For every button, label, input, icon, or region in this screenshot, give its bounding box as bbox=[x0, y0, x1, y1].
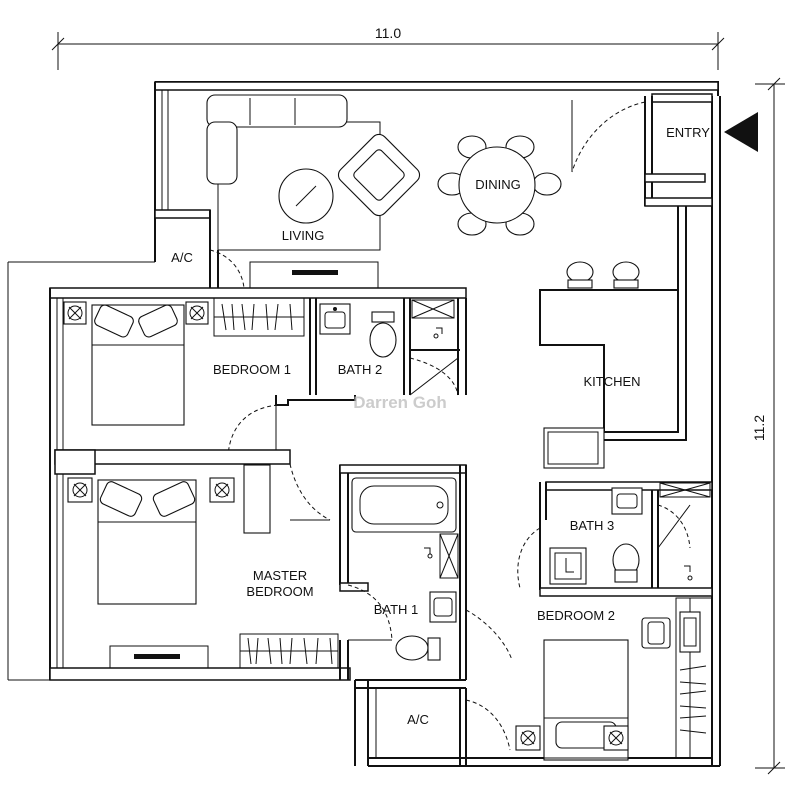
dining-label: DINING bbox=[475, 177, 521, 192]
ac-label-bottom: A/C bbox=[407, 712, 429, 727]
bedroom2-furniture: BEDROOM 2 bbox=[515, 597, 713, 761]
bedroom1-label: BEDROOM 1 bbox=[213, 362, 291, 377]
entry-arrow-icon bbox=[724, 112, 758, 152]
bedroom1-furniture: BEDROOM 1 bbox=[63, 297, 305, 426]
watermark-text: Darren Goh bbox=[353, 393, 447, 412]
master-label-line1: MASTER bbox=[253, 568, 307, 583]
interior-walls bbox=[54, 298, 513, 766]
tv-console bbox=[249, 261, 379, 289]
master-bedroom-furniture: MASTER BEDROOM bbox=[67, 464, 339, 669]
entry-walls bbox=[571, 93, 713, 207]
width-label: 11.0 bbox=[375, 25, 401, 41]
dining-table: DINING bbox=[437, 135, 562, 236]
ac-label-top: A/C bbox=[171, 250, 193, 265]
width-dimension: 11.0 bbox=[51, 25, 725, 70]
living-furniture: LIVING bbox=[206, 94, 421, 251]
kitchen-label: KITCHEN bbox=[583, 374, 640, 389]
height-dimension: 11.2 bbox=[751, 77, 785, 775]
living-label: LIVING bbox=[282, 228, 325, 243]
ac-ledge-bottom: A/C bbox=[375, 688, 429, 758]
bath3-fixtures: BATH 3 bbox=[549, 482, 711, 585]
entry-label: ENTRY bbox=[666, 125, 710, 140]
kitchen-counter: KITCHEN bbox=[539, 206, 687, 469]
bath2-fixtures: BATH 2 bbox=[319, 299, 455, 377]
bath3-label: BATH 3 bbox=[570, 518, 615, 533]
height-label: 11.2 bbox=[751, 415, 767, 441]
ac-ledge-top: A/C bbox=[154, 209, 245, 289]
bath1-fixtures: BATH 1 bbox=[351, 477, 459, 661]
master-label-line2: BEDROOM bbox=[246, 584, 313, 599]
bedroom2-label: BEDROOM 2 bbox=[537, 608, 615, 623]
bath1-label: BATH 1 bbox=[374, 602, 419, 617]
bath2-label: BATH 2 bbox=[338, 362, 383, 377]
